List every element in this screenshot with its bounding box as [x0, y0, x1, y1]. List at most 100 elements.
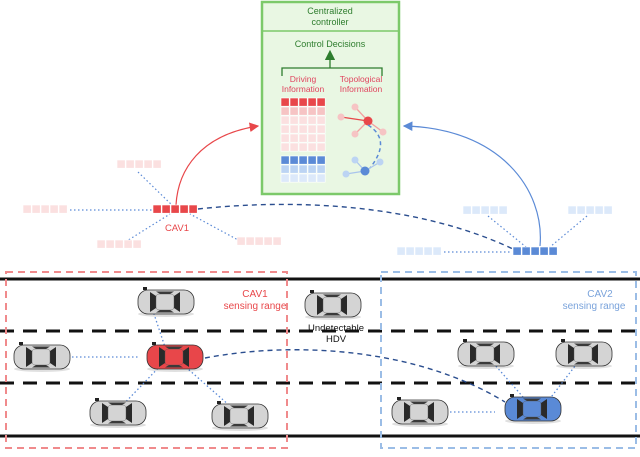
matrix-cell — [298, 115, 308, 125]
matrix-cell — [298, 155, 308, 165]
cav2-vehicle — [504, 394, 562, 424]
matrix-cell — [289, 124, 299, 134]
matrix-cell — [280, 115, 290, 125]
matrix-cell — [298, 106, 308, 116]
topological-info-line1: Topological — [340, 74, 383, 84]
vector-cell — [40, 204, 50, 214]
cav1-range-label-line2: sensing range — [224, 301, 287, 312]
road — [0, 277, 640, 438]
vector-cell — [521, 246, 531, 256]
cav2-range-label-line2: sensing range — [563, 301, 626, 312]
cav1-label: CAV1 — [165, 223, 189, 234]
matrix-cell — [307, 142, 317, 152]
vector-cell — [432, 246, 442, 256]
vector-cell — [116, 159, 126, 169]
matrix-cell — [298, 164, 308, 174]
matrix-cell — [307, 173, 317, 183]
vector-cell — [114, 239, 124, 249]
matrix-cell — [316, 115, 326, 125]
matrix-cell — [289, 173, 299, 183]
matrix-cell — [307, 124, 317, 134]
vector-cell — [236, 236, 246, 246]
vector-cell — [272, 236, 282, 246]
matrix-cell — [289, 164, 299, 174]
vector-cell — [405, 246, 415, 256]
matrix-cell — [280, 97, 290, 107]
matrix-cell — [298, 97, 308, 107]
matrix-cell — [316, 164, 326, 174]
vector-cell — [161, 204, 171, 214]
vector-cell — [31, 204, 41, 214]
vector-cell — [539, 246, 549, 256]
hdv-label-line1: Undetectable — [308, 323, 364, 334]
controller-title-line1: Centralized — [307, 6, 353, 16]
vector-cell — [245, 236, 255, 246]
driving-info-matrix — [280, 97, 326, 183]
vector-cell — [134, 159, 144, 169]
vector-cell — [498, 205, 508, 215]
topological-info-line2: Information — [340, 84, 383, 94]
vector-cell — [471, 205, 481, 215]
matrix-cell — [289, 155, 299, 165]
vector-cell — [254, 236, 264, 246]
vector-cell — [188, 204, 198, 214]
matrix-cell — [280, 164, 290, 174]
vector-cell — [480, 205, 490, 215]
vector-cell — [152, 204, 162, 214]
hdv-vehicle — [89, 398, 147, 428]
hdv-vehicle — [457, 339, 515, 369]
undetectable-hdv-vehicle — [304, 290, 362, 320]
vector-cell — [49, 204, 59, 214]
vector-cell — [396, 246, 406, 256]
vehicle-state-vectors — [22, 159, 613, 256]
matrix-cell — [307, 164, 317, 174]
controller-title-line2: controller — [311, 17, 348, 27]
topology-graph — [337, 103, 387, 178]
matrix-cell — [307, 115, 317, 125]
matrix-cell — [280, 124, 290, 134]
vehicles — [13, 287, 613, 431]
matrix-cell — [316, 155, 326, 165]
matrix-cell — [280, 133, 290, 143]
vector-cell — [603, 205, 613, 215]
matrix-cell — [316, 133, 326, 143]
cav1-range-label-line1: CAV1 — [242, 289, 268, 300]
matrix-cell — [289, 115, 299, 125]
vector-cell — [548, 246, 558, 256]
vector-cell — [123, 239, 133, 249]
matrix-cell — [307, 97, 317, 107]
vector-cell — [132, 239, 142, 249]
matrix-cell — [316, 173, 326, 183]
matrix-cell — [280, 155, 290, 165]
matrix-cell — [307, 106, 317, 116]
vector-cell — [152, 159, 162, 169]
hdv-vehicle — [13, 342, 71, 372]
vector-cell — [96, 239, 106, 249]
vector-cell — [170, 204, 180, 214]
cav2-upload-arrow — [402, 121, 541, 247]
matrix-cell — [289, 106, 299, 116]
matrix-cell — [289, 142, 299, 152]
matrix-cell — [316, 142, 326, 152]
control-decisions-label: Control Decisions — [295, 39, 366, 49]
driving-info-line2: Information — [282, 84, 325, 94]
matrix-cell — [316, 124, 326, 134]
vector-cell — [530, 246, 540, 256]
cav2-range-label-line1: CAV2 — [587, 289, 613, 300]
matrix-cell — [280, 142, 290, 152]
matrix-cell — [307, 133, 317, 143]
vector-cell — [125, 159, 135, 169]
vector-cell — [22, 204, 32, 214]
vector-cell — [576, 205, 586, 215]
vector-cell — [567, 205, 577, 215]
vector-cell — [105, 239, 115, 249]
matrix-cell — [280, 173, 290, 183]
cav1-vehicle — [146, 342, 204, 372]
hdv-vehicle — [391, 397, 449, 427]
vector-cell — [489, 205, 499, 215]
matrix-cell — [298, 173, 308, 183]
matrix-cell — [316, 106, 326, 116]
hdv-vehicle — [555, 339, 613, 369]
matrix-cell — [298, 124, 308, 134]
